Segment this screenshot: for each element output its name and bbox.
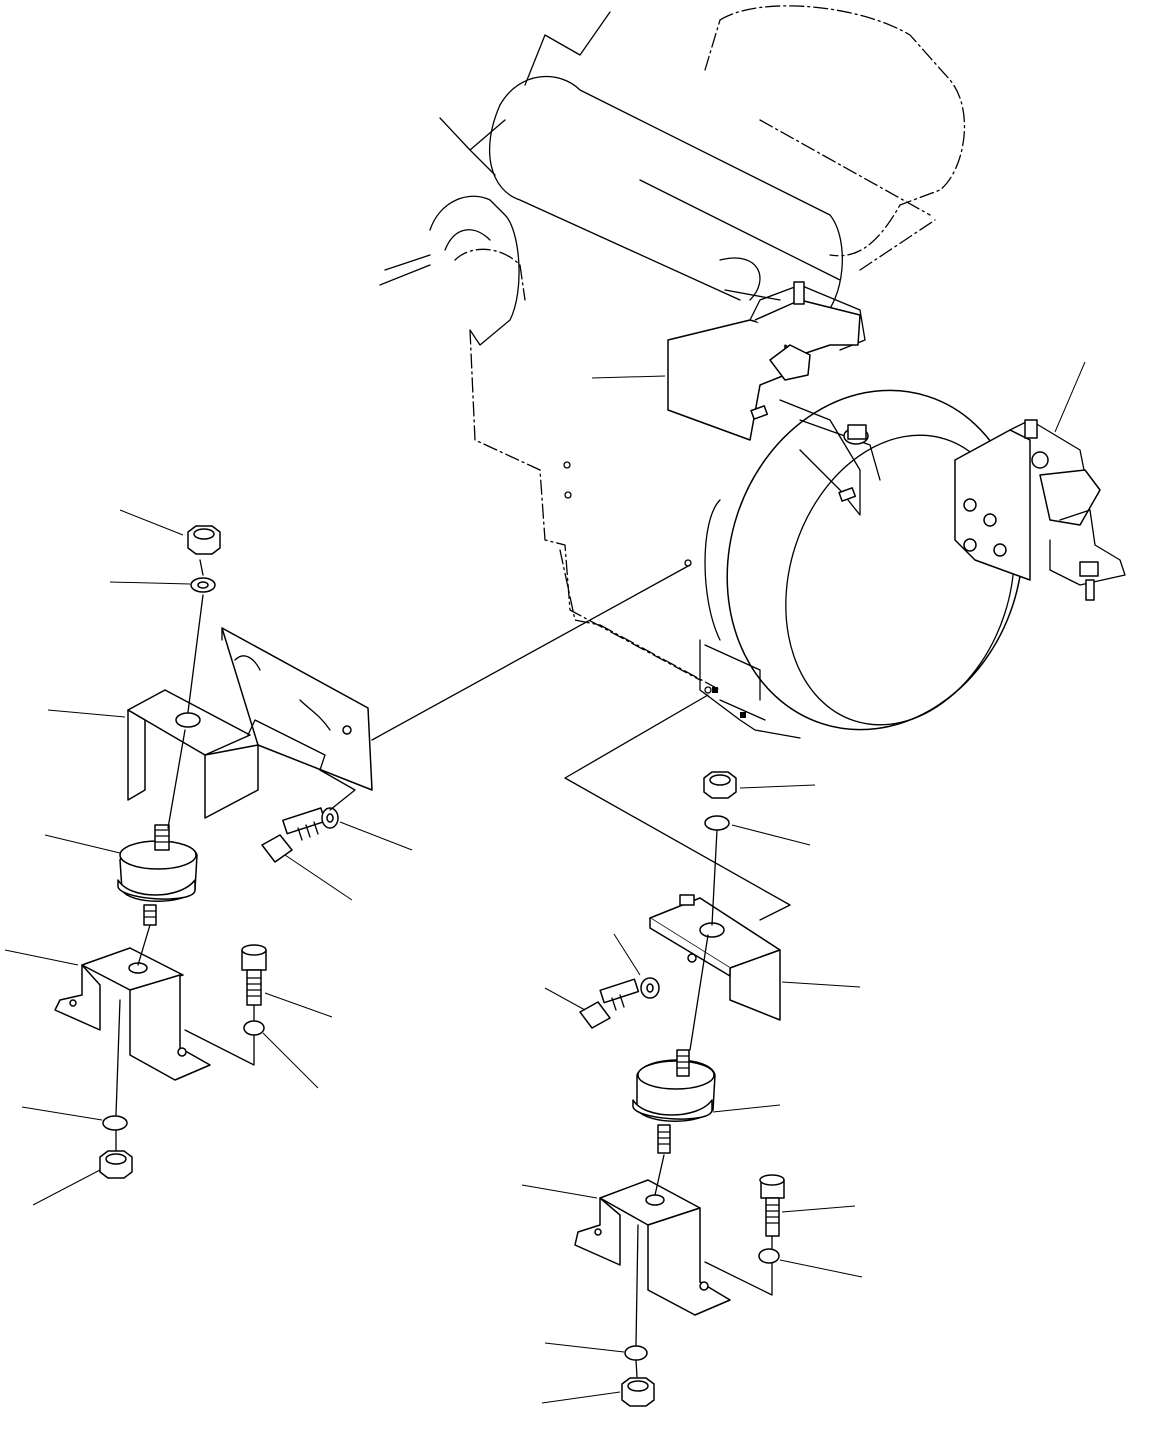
cylinder-head — [430, 196, 525, 345]
nut — [622, 1378, 654, 1406]
washer — [625, 1346, 647, 1360]
washer — [244, 1021, 264, 1035]
lower-mount-bracket — [55, 948, 210, 1080]
air-cleaner — [705, 6, 964, 270]
washer — [103, 1116, 127, 1130]
rear-mount-group — [565, 695, 790, 1406]
rubber-isolator — [118, 825, 197, 925]
nut — [188, 526, 220, 554]
nut — [100, 1151, 132, 1178]
nut — [704, 772, 736, 798]
engine-muffler — [490, 76, 843, 320]
bolt-vertical — [242, 945, 266, 1005]
bolt — [262, 808, 338, 862]
washer — [191, 578, 215, 592]
installed-rear-bracket — [955, 420, 1125, 600]
flywheel-housing — [684, 352, 1066, 769]
engine-mount-bracket — [128, 628, 372, 818]
engine-fan — [380, 12, 610, 285]
washer — [705, 816, 729, 830]
rubber-isolator — [633, 1050, 715, 1153]
bolt-vertical — [760, 1175, 784, 1236]
rear-mount-bracket — [650, 895, 780, 1020]
bolt — [580, 978, 659, 1028]
engine-assembly — [380, 6, 1125, 769]
lower-mount-bracket — [575, 1180, 730, 1315]
installed-front-bracket — [668, 282, 880, 515]
washer — [759, 1249, 779, 1263]
front-mount-group — [55, 526, 690, 1178]
callout-leaders — [5, 362, 1085, 1403]
